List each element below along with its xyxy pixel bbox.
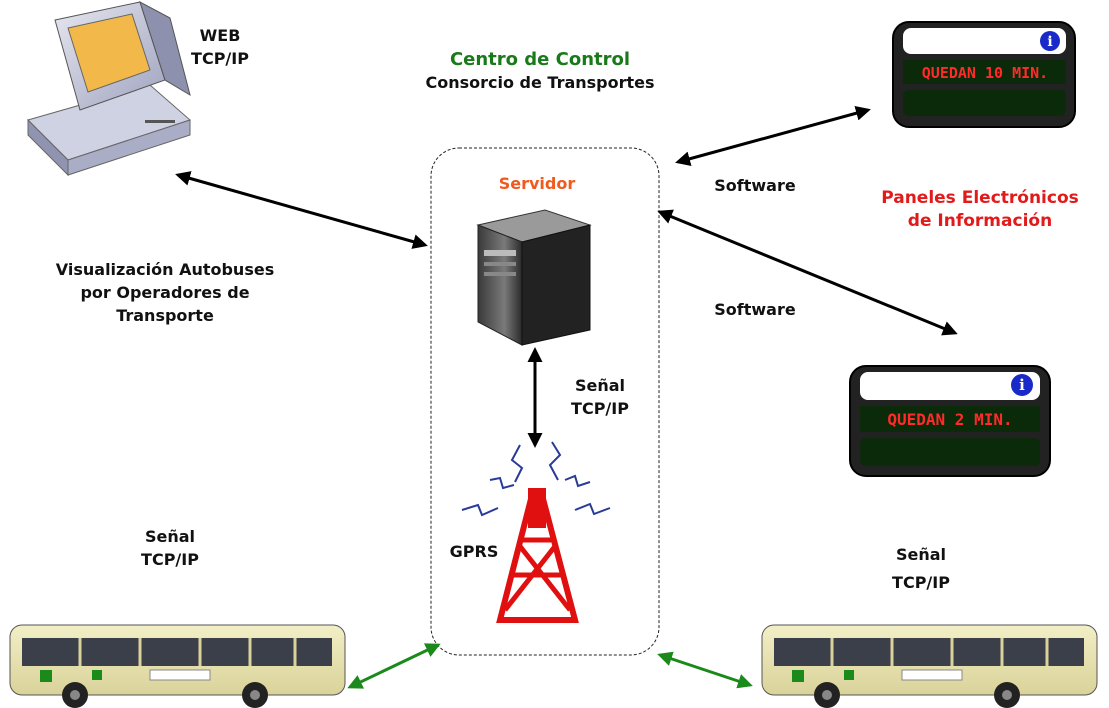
paneles-line1: Paneles Electrónicos — [881, 188, 1079, 208]
senal-right-line1: Señal — [895, 545, 947, 564]
info-icon — [1040, 31, 1060, 51]
senal-center-label: Señal TCP/IP — [560, 374, 640, 420]
gprs-label: GPRS — [449, 542, 499, 561]
title-line2: Consorcio de Transportes — [425, 73, 655, 92]
panel-top-message: QUEDAN 10 MIN. — [922, 64, 1048, 82]
web-label: WEB TCP/IP — [180, 24, 260, 70]
senal-left-label: Señal TCP/IP — [125, 525, 215, 571]
visualizacion-line2: por Operadores de — [80, 283, 250, 302]
web-protocol-text: TCP/IP — [191, 49, 249, 68]
arrow-bus-left — [347, 643, 441, 689]
visualizacion-line3: Transporte — [116, 306, 214, 325]
svg-text:i: i — [1019, 376, 1025, 394]
software-top-label: Software — [714, 176, 796, 195]
senal-center-line2: TCP/IP — [571, 399, 629, 418]
arrow-server-panel-bottom — [657, 209, 958, 336]
control-center-boundary — [430, 147, 660, 656]
control-center-title: Centro de Control Consorcio de Transport… — [370, 48, 710, 94]
info-panel-top: i — [892, 21, 1076, 128]
senal-left-line2: TCP/IP — [141, 550, 199, 569]
visualizacion-line1: Visualización Autobuses — [55, 260, 275, 279]
senal-right-label: Señal TCP/IP — [876, 541, 966, 597]
antenna-tower-icon — [461, 441, 611, 623]
visualizacion-label: Visualización Autobuses por Operadores d… — [30, 258, 300, 327]
info-panel-bottom: i — [849, 365, 1051, 477]
web-text: WEB — [199, 26, 241, 45]
arrow-server-panel-top — [675, 105, 871, 167]
panel-bottom-message: QUEDAN 2 MIN. — [887, 410, 1012, 429]
arrow-computer-server — [175, 171, 428, 249]
server-icon — [476, 209, 592, 346]
senal-center-line1: Señal — [574, 376, 626, 395]
arrow-bus-right — [657, 651, 753, 689]
senal-left-line1: Señal — [144, 527, 196, 546]
svg-text:i: i — [1047, 34, 1052, 50]
servidor-label: Servidor — [498, 174, 576, 193]
computer-icon — [27, 0, 191, 177]
bus-right-icon — [761, 624, 1098, 708]
senal-right-line2: TCP/IP — [892, 573, 950, 592]
bus-left-icon — [9, 624, 346, 708]
title-line1: Centro de Control — [449, 49, 631, 70]
info-icon — [1011, 374, 1033, 396]
